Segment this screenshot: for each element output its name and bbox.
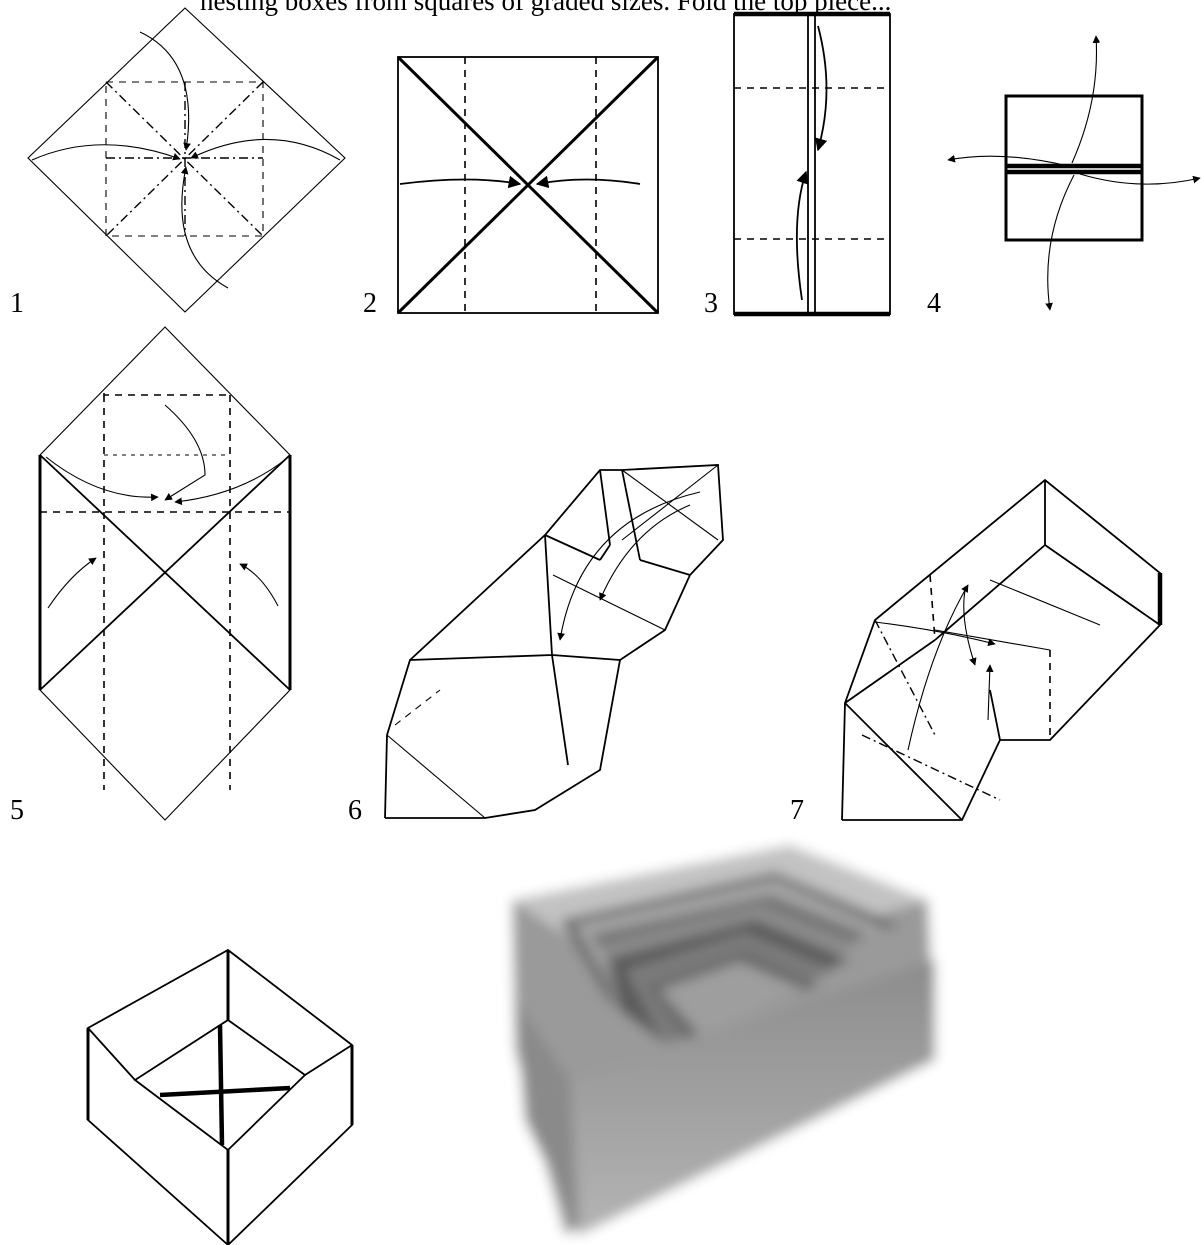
nested-boxes-photo bbox=[500, 838, 950, 1245]
finished-box-diagram bbox=[88, 950, 352, 1245]
step-6-number: 6 bbox=[348, 797, 362, 825]
step-3-diagram bbox=[734, 14, 890, 314]
step-3-number: 3 bbox=[704, 290, 718, 318]
step-2-number: 2 bbox=[363, 290, 377, 318]
step-2-diagram bbox=[398, 57, 658, 313]
step-5-number: 5 bbox=[10, 797, 24, 825]
step-4-number: 4 bbox=[927, 290, 941, 318]
step-7-number: 7 bbox=[790, 797, 804, 825]
step-1-number: 1 bbox=[10, 290, 24, 318]
step-6-diagram bbox=[385, 465, 723, 818]
step-1-diagram bbox=[28, 8, 345, 312]
step-5-diagram bbox=[40, 327, 290, 820]
step-4-diagram bbox=[948, 36, 1200, 310]
step-7-diagram bbox=[842, 480, 1160, 820]
